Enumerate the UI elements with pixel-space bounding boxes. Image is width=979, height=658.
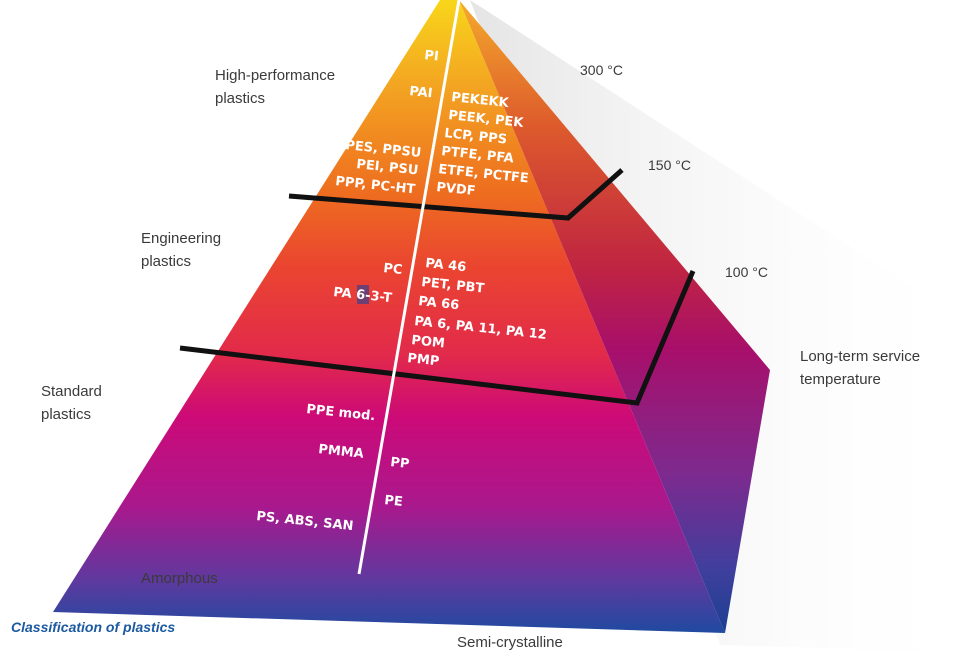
plastic-label: PET, PBT	[421, 275, 486, 297]
plastic-label: PPE mod.	[306, 402, 376, 424]
semi-crystalline-label: Semi-crystalline	[457, 634, 563, 651]
plastic-label: PC	[383, 261, 404, 278]
amorphous-label: Amorphous	[141, 570, 218, 587]
plastic-label: PI	[424, 48, 440, 64]
plastic-label: PE	[384, 493, 404, 510]
plastic-label: PA 66	[418, 294, 460, 313]
tier-boundary-150	[288, 168, 624, 221]
plastic-label: POM	[411, 333, 446, 351]
plastic-label: PEKEKK	[451, 90, 511, 111]
service-temperature-note: Long-term service temperature	[800, 348, 921, 388]
plastic-label: PA 46	[425, 256, 467, 275]
tier-boundary-100	[179, 270, 696, 406]
highlight-marker	[357, 285, 369, 304]
plastic-label: PP	[390, 455, 411, 472]
divider-line	[357, 0, 461, 575]
plastic-label: PVDF	[436, 180, 477, 199]
figure-caption: Classification of plastics	[11, 619, 176, 635]
level-label-standard: Standard plastics	[41, 383, 102, 423]
temperature-label-100: 100 °C	[725, 264, 768, 280]
plastic-label: PMMA	[318, 442, 365, 462]
level-label-high-performance: High-performance plastics	[215, 67, 336, 107]
pyramid-front-face	[53, 0, 725, 633]
level-label-engineering: Engineering plastics	[141, 230, 222, 270]
plastic-label: PEI, PSU	[356, 157, 419, 178]
pyramid-side-face	[459, 0, 770, 633]
temperature-label-300: 300 °C	[580, 62, 623, 78]
plastic-label: PA 6-3-T	[333, 285, 393, 306]
plastic-label: PAI	[409, 84, 434, 101]
temperature-label-150: 150 °C	[648, 157, 691, 173]
plastic-label: PMP	[407, 351, 440, 369]
plastic-label: LCP, PPS	[444, 126, 508, 147]
